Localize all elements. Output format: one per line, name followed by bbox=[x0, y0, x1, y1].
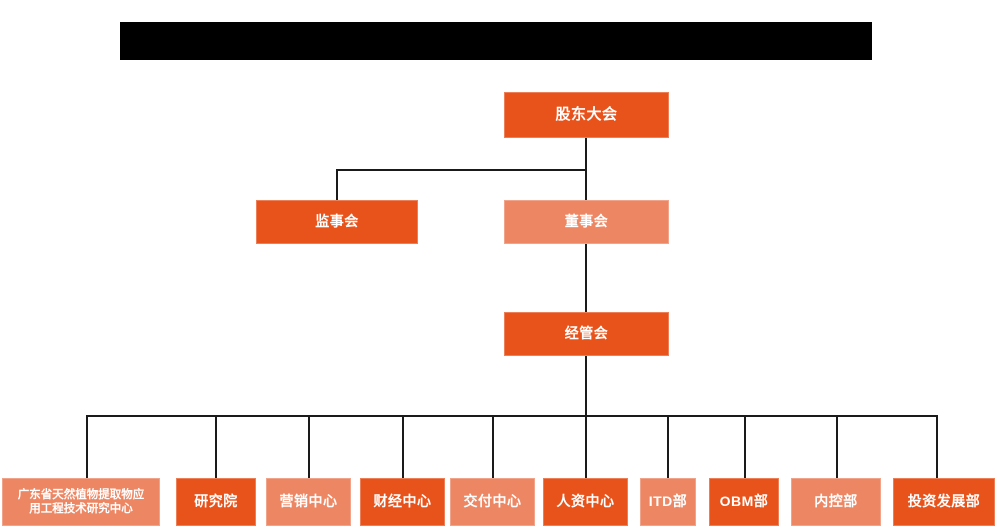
redacted-title-bar bbox=[120, 22, 872, 60]
node-investment-development-department[interactable]: 投资发展部 bbox=[893, 478, 995, 526]
connector-drop-5 bbox=[492, 415, 494, 478]
node-obm-department[interactable]: OBM部 bbox=[709, 478, 779, 526]
node-label: 交付中心 bbox=[463, 493, 522, 510]
node-itd-department[interactable]: ITD部 bbox=[640, 478, 696, 526]
connector-l1-bus bbox=[336, 169, 587, 171]
node-label: 营销中心 bbox=[279, 493, 338, 510]
connector-drop-4 bbox=[402, 415, 404, 478]
node-delivery-center[interactable]: 交付中心 bbox=[450, 478, 535, 526]
node-label: 股东大会 bbox=[555, 105, 618, 123]
node-hr-center[interactable]: 人资中心 bbox=[543, 478, 628, 526]
node-label: 投资发展部 bbox=[907, 493, 981, 510]
node-guangdong-research-center[interactable]: 广东省天然植物提取物应 用工程技术研究中心 bbox=[2, 478, 160, 526]
node-label: 人资中心 bbox=[556, 493, 615, 510]
connector-l2-to-l3 bbox=[585, 244, 587, 312]
connector-l3-down bbox=[585, 356, 587, 416]
connector-drop-2 bbox=[215, 415, 217, 478]
connector-drop-7 bbox=[667, 415, 669, 478]
connector-drop-8 bbox=[744, 415, 746, 478]
connector-l2-left-drop bbox=[336, 169, 338, 200]
node-label: 内控部 bbox=[814, 493, 858, 510]
node-board-of-directors[interactable]: 董事会 bbox=[504, 200, 669, 244]
node-research-institute[interactable]: 研究院 bbox=[176, 478, 256, 526]
connector-l1-down bbox=[585, 138, 587, 170]
node-board-of-supervisors[interactable]: 监事会 bbox=[256, 200, 418, 244]
node-label: 董事会 bbox=[564, 213, 609, 230]
node-label-line1: 广东省天然植物提取物应 bbox=[17, 488, 145, 501]
connector-drop-1 bbox=[86, 415, 88, 478]
node-shareholders-meeting[interactable]: 股东大会 bbox=[504, 92, 669, 138]
node-label: OBM部 bbox=[719, 493, 769, 510]
connector-drop-9 bbox=[836, 415, 838, 478]
node-label: ITD部 bbox=[648, 493, 688, 510]
connector-drop-10 bbox=[936, 415, 938, 478]
node-finance-center[interactable]: 财经中心 bbox=[360, 478, 445, 526]
node-label: 研究院 bbox=[194, 493, 238, 510]
node-label: 经管会 bbox=[564, 325, 609, 342]
connector-drop-3 bbox=[308, 415, 310, 478]
node-label: 监事会 bbox=[315, 213, 359, 230]
node-label-line2: 用工程技术研究中心 bbox=[29, 503, 133, 515]
connector-l4-bus bbox=[86, 415, 936, 417]
connector-l2-right-drop bbox=[585, 169, 587, 200]
connector-drop-6 bbox=[585, 415, 587, 478]
node-marketing-center[interactable]: 营销中心 bbox=[266, 478, 351, 526]
node-internal-control-department[interactable]: 内控部 bbox=[791, 478, 881, 526]
node-management-committee[interactable]: 经管会 bbox=[504, 312, 669, 356]
node-label: 财经中心 bbox=[373, 493, 432, 510]
